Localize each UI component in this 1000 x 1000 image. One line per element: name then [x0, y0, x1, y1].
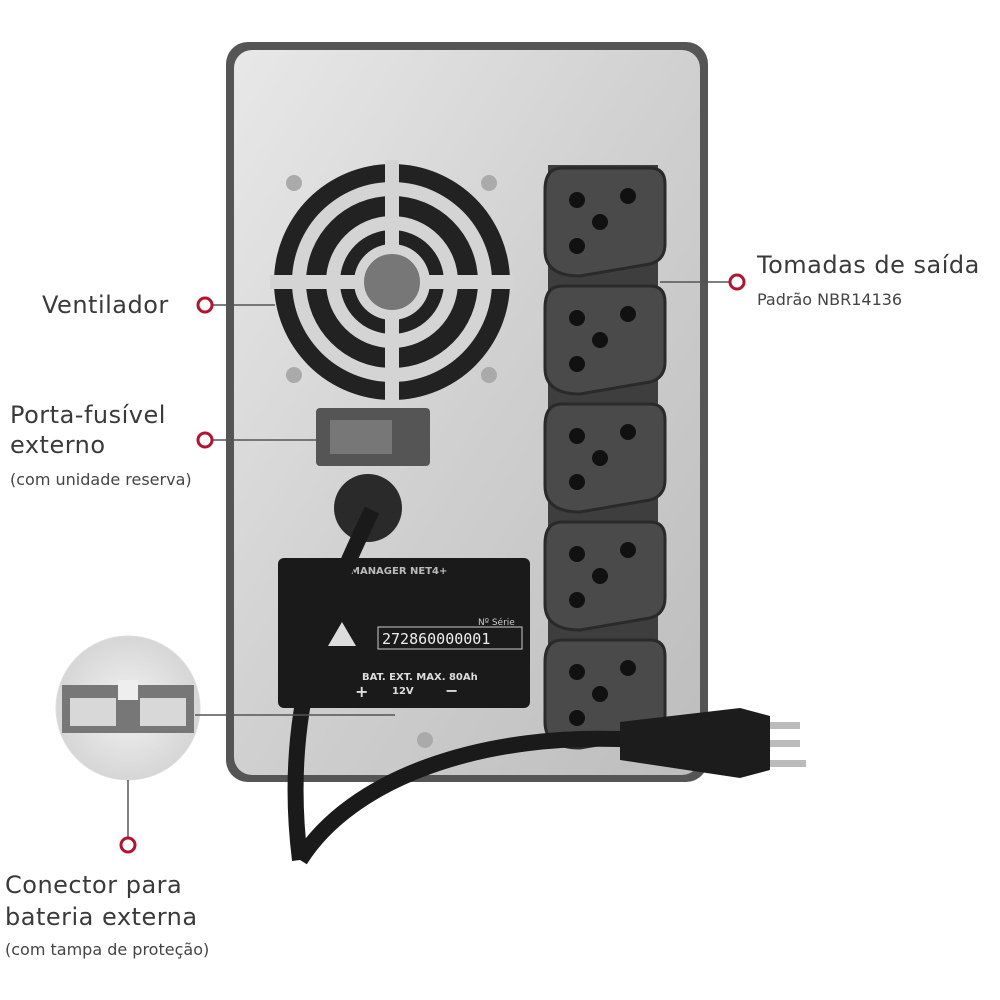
outlet-pin-hole [620, 188, 636, 204]
outlet-pin-hole [620, 542, 636, 558]
battery-note: (com tampa de proteção) [5, 940, 210, 959]
outlet-pin-hole [569, 192, 585, 208]
outlet-pin-hole [569, 428, 585, 444]
callout-dot-battery [119, 836, 137, 854]
outlet-pin-hole [569, 592, 585, 608]
fan-label: Ventilador [42, 291, 169, 319]
callout-dot-fan [196, 296, 214, 314]
outlet-pin-hole [620, 424, 636, 440]
outlet-pin-hole [592, 214, 608, 230]
outlet-pin-hole [592, 686, 608, 702]
svg-text:MANAGER NET4+: MANAGER NET4+ [350, 566, 447, 577]
svg-text:272860000001: 272860000001 [382, 630, 490, 648]
fuse-note: (com unidade reserva) [10, 470, 192, 489]
svg-text:Nº Série: Nº Série [478, 617, 515, 628]
outlet-pin-hole [620, 660, 636, 676]
svg-text:12V: 12V [392, 686, 414, 697]
outlet-pin-hole [569, 710, 585, 726]
svg-text:−: − [445, 681, 458, 700]
outlet-pin-hole [620, 306, 636, 322]
callout-dot-outlets [728, 273, 746, 291]
outlet-pin-hole [592, 450, 608, 466]
outlet-pin-hole [569, 310, 585, 326]
callout-dot-fuse [196, 431, 214, 449]
outlet-pin-hole [569, 474, 585, 490]
outlet-pin-hole [569, 356, 585, 372]
svg-text:BAT. EXT. MAX. 80Ah: BAT. EXT. MAX. 80Ah [362, 672, 478, 683]
fuse-label-line2: externo [10, 431, 106, 459]
power-cord [287, 506, 380, 861]
power-plug [620, 708, 806, 778]
svg-text:+: + [355, 682, 368, 701]
battery-label-line1: Conector para [5, 871, 183, 899]
outlet-pin-hole [592, 332, 608, 348]
battery-label-line2: bateria externa [5, 903, 198, 931]
fuse-label-line1: Porta-fusível [10, 401, 166, 429]
fan-grille [270, 160, 514, 404]
output-outlets [543, 166, 667, 750]
power-inlet [334, 474, 402, 542]
outlet-pin-hole [592, 568, 608, 584]
battery-connector-inset [55, 635, 201, 781]
outlet-pin-hole [569, 546, 585, 562]
outlets-label: Tomadas de saída [757, 251, 980, 279]
outlets-note: Padrão NBR14136 [757, 290, 903, 309]
outlet-pin-hole [569, 664, 585, 680]
outlet-pin-hole [569, 238, 585, 254]
